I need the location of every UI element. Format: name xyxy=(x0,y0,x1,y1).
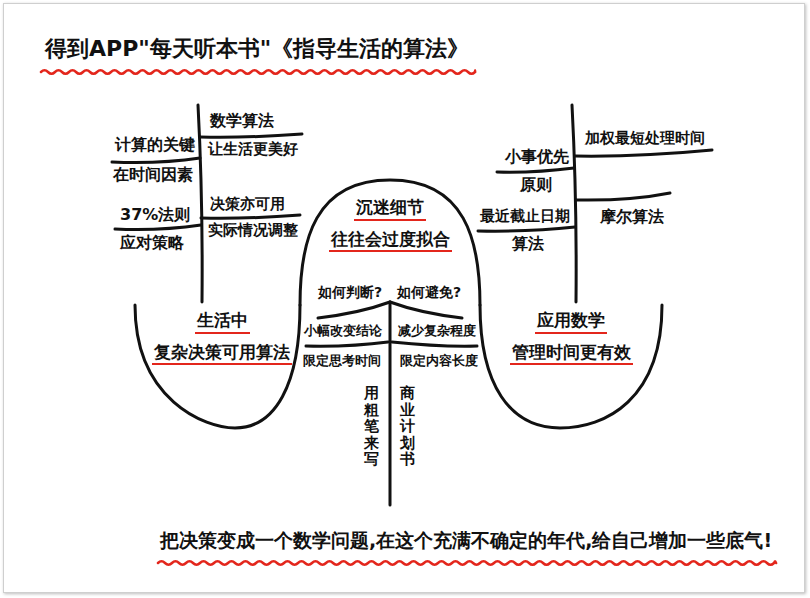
tree-trunk xyxy=(198,105,202,302)
vertical-label: 商业计划书 xyxy=(400,385,415,468)
branch-label: 数学算法 xyxy=(210,112,274,130)
tree-branch xyxy=(576,193,670,200)
branch-label: 计算的关键 xyxy=(115,136,195,154)
branch-label: 小幅改变结论 xyxy=(304,324,382,339)
wavy-underline xyxy=(41,70,475,74)
title: 得到APP"每天听本书"《指导生活的算法》 xyxy=(45,36,469,61)
branch-label: 实际情况调整 xyxy=(208,222,298,239)
branch-label: 决策亦可用 xyxy=(210,196,285,213)
branch-label: 37%法则 xyxy=(120,206,190,224)
branch-label: 限定内容长度 xyxy=(400,354,478,369)
tree-branch xyxy=(497,168,574,172)
caption: 把决策变成一个数学问题,在这个充满不确定的年代,给自己增加一些底气! xyxy=(160,530,772,552)
center-hump xyxy=(300,180,480,305)
tree-branch xyxy=(478,227,575,231)
tree-branch xyxy=(115,225,201,230)
right-bowl xyxy=(480,305,662,428)
branch-label: 在时间因素 xyxy=(113,166,193,184)
vertical-label: 用粗笔来写 xyxy=(364,385,379,468)
topic-node: 沉迷细节往往会过度拟合 xyxy=(329,198,452,261)
topic-heading: 生活中 xyxy=(195,311,250,334)
topic-node: 应用数学管理时间更有效 xyxy=(510,311,633,374)
topic-heading: 应用数学 xyxy=(535,311,607,334)
branch-label: 如何避免? xyxy=(397,284,461,300)
tree-trunk xyxy=(572,105,576,302)
branch-label: 减少复杂程度 xyxy=(398,324,476,339)
branch-label: 小事优先 xyxy=(505,148,569,166)
tree-branch xyxy=(306,342,388,346)
left-bowl xyxy=(135,305,300,428)
branch-label: 应对策略 xyxy=(120,234,184,252)
tree-branch xyxy=(112,158,200,163)
branch-label: 算法 xyxy=(512,235,544,253)
branch-label: 如何判断? xyxy=(318,284,382,300)
tree-branch xyxy=(575,150,712,156)
branch-label: 加权最短处理时间 xyxy=(585,130,705,147)
topic-heading: 沉迷细节 xyxy=(354,198,426,221)
tree-branch xyxy=(201,215,300,218)
branch-label: 让生活更美好 xyxy=(208,141,298,158)
tree-branch xyxy=(390,302,462,318)
branch-label: 原则 xyxy=(520,176,552,194)
branch-label: 最近截止日期 xyxy=(480,208,570,225)
tree-branch xyxy=(200,134,302,137)
branch-label: 限定思考时间 xyxy=(303,354,381,369)
topic-body: 管理时间更有效 xyxy=(510,343,633,366)
tree-trunk xyxy=(389,302,392,505)
topic-node: 生活中复杂决策可用算法 xyxy=(152,311,292,374)
topic-body: 往往会过度拟合 xyxy=(329,230,452,253)
tree-branch xyxy=(318,302,390,318)
branch-label: 摩尔算法 xyxy=(600,208,664,226)
topic-body: 复杂决策可用算法 xyxy=(152,343,292,366)
tree-branch xyxy=(392,342,477,346)
wavy-underline xyxy=(158,561,776,565)
